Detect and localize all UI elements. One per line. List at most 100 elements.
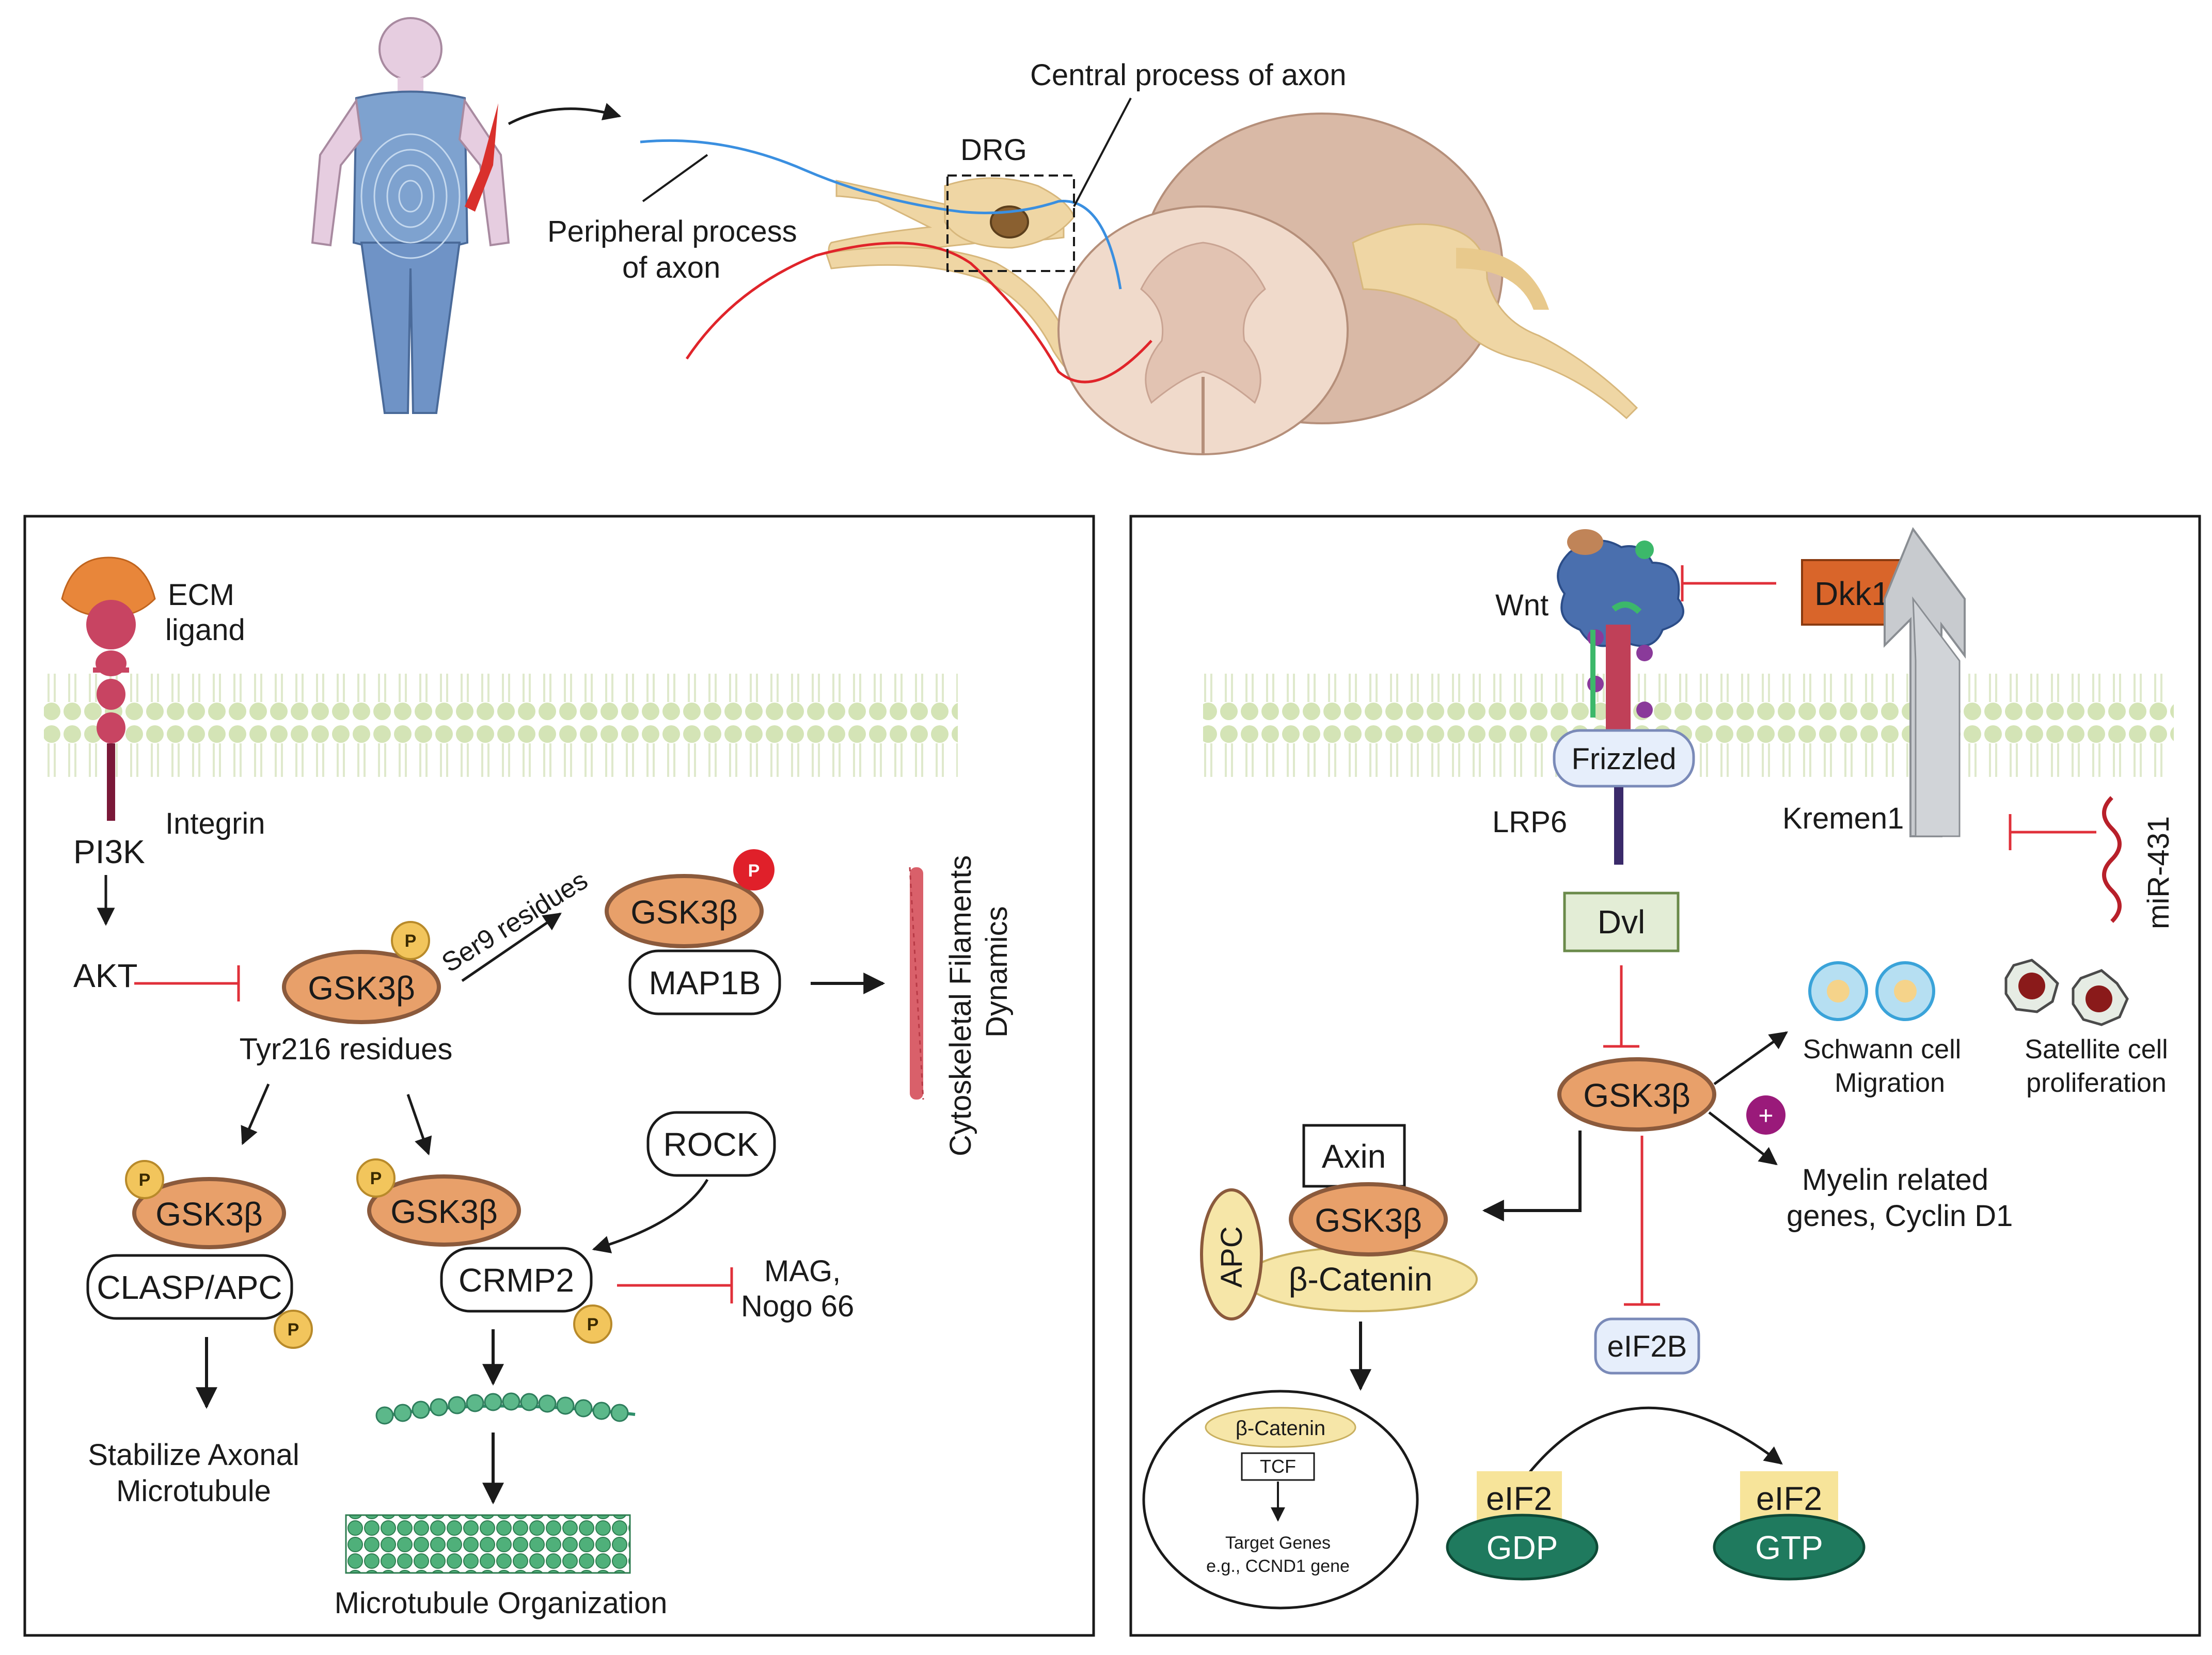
gsk3b-left-label: GSK3β (155, 1196, 263, 1233)
satellite-label: Satellite cell (2025, 1035, 2168, 1064)
wnt-ligand-icon (1557, 529, 1684, 647)
frizzled-pill (1553, 729, 1695, 788)
right-root (1352, 223, 1638, 420)
gdp-label: GDP (1487, 1529, 1558, 1566)
arrow-figure-to-nerve (508, 103, 622, 125)
gsk3b-complex (1289, 1182, 1448, 1256)
tyr216-label: Tyr216 residues (240, 1032, 453, 1066)
tcf-box (1241, 1452, 1315, 1481)
dvl-box (1563, 892, 1680, 952)
red-axon (685, 242, 1152, 384)
gtp-label: GTP (1755, 1529, 1823, 1566)
mir431-label: miR-431 (2142, 816, 2175, 929)
gsk3b-top-label: GSK3β (630, 894, 738, 931)
phospho-icon (125, 1160, 164, 1199)
frizzled-label: Frizzled (1571, 742, 1676, 776)
peripheral-process-label-2: of axon (622, 251, 720, 284)
satellite-cell-icon (2004, 959, 2129, 1026)
mag-label: MAG, (764, 1254, 841, 1288)
peripheral-process-label: Peripheral process (547, 215, 797, 248)
top-illustration: Central process of axon DRG Peripheral p… (311, 17, 1638, 455)
left-panel-border (23, 515, 1095, 1637)
lrp6-label: LRP6 (1492, 805, 1567, 839)
akt-label: AKT (73, 957, 137, 994)
cytoskeletal-label: Cytoskeletal Filaments (944, 855, 977, 1156)
nogo-label: Nogo 66 (741, 1290, 854, 1323)
stabilize-label: Stabilize Axonal (88, 1438, 299, 1472)
tcf-label: TCF (1260, 1456, 1296, 1477)
eif2b-label: eIF2B (1607, 1330, 1687, 1363)
map1b-label: MAP1B (649, 964, 761, 1001)
right-panel: Wnt Dkk1 Frizzled LRP6 Kremen1 miR-431 D… (1129, 515, 2201, 1637)
gsk3b-center-right-label: GSK3β (1583, 1077, 1690, 1114)
wnt-label: Wnt (1495, 588, 1549, 622)
nucleus-beta-catenin-label: β-Catenin (1236, 1417, 1325, 1440)
central-process-label: Central process of axon (1030, 58, 1347, 92)
mirna-icon (2102, 796, 2122, 923)
gsk3b-center-right (1557, 1057, 1716, 1132)
clasp-apc-box (86, 1254, 293, 1320)
dvl-label: Dvl (1598, 903, 1645, 941)
axin-label: Axin (1322, 1138, 1386, 1175)
phospho-label: P (139, 1170, 151, 1190)
crmp2-label: CRMP2 (459, 1262, 574, 1299)
cytoskeletal-label-2: Dynamics (980, 906, 1014, 1038)
phospho-red-icon (733, 849, 775, 890)
human-figure-icon (311, 17, 510, 414)
right-panel-border (1129, 515, 2201, 1637)
phospho-icon (274, 1310, 313, 1349)
apc-ellipse (1200, 1188, 1263, 1320)
nucleus (1142, 1390, 1419, 1610)
gsk3b-mid-label: GSK3β (390, 1193, 498, 1230)
kremen1-label: Kremen1 (1782, 802, 1904, 835)
crmp2-box (440, 1247, 593, 1313)
gdp-oval (1446, 1514, 1599, 1581)
phospho-icon (573, 1304, 612, 1344)
dkk1-label: Dkk1 (1814, 575, 1890, 612)
rock-label: ROCK (663, 1126, 759, 1163)
cytoskeletal-filament-icon (909, 867, 924, 1100)
gsk3b-center (282, 950, 441, 1024)
tubulin-chain-icon (375, 1392, 636, 1425)
myelin-label: Myelin related (1802, 1163, 1988, 1197)
microtubule-org-label: Microtubule Organization (335, 1586, 668, 1620)
apc-label: APC (1215, 1226, 1249, 1287)
blue-axon (640, 139, 1122, 290)
gsk3b-center-label: GSK3β (308, 969, 415, 1007)
gsk3b-left (132, 1177, 286, 1249)
lrp6-receptor (1606, 625, 1631, 749)
myelin-label-2: genes, Cyclin D1 (1787, 1199, 2013, 1233)
axin-box (1302, 1124, 1406, 1188)
eif2-left-label: eIF2 (1486, 1480, 1552, 1517)
drg-label: DRG (960, 133, 1027, 167)
pi3k-label: PI3K (73, 833, 145, 870)
drg-box (946, 174, 1075, 272)
phospho-label: P (370, 1169, 382, 1188)
nucleus-beta-catenin (1205, 1407, 1356, 1448)
clasp-apc-label: CLASP/APC (97, 1269, 282, 1306)
ecm-ligand-label: ECM (168, 578, 234, 612)
phospho-label: P (288, 1320, 299, 1340)
satellite-label-2: proliferation (2026, 1068, 2167, 1098)
phospho-label: P (405, 931, 417, 951)
rock-box (646, 1111, 776, 1177)
left-membrane (44, 674, 958, 777)
phospho-icon (391, 921, 430, 960)
left-panel: ECM ligand Integrin PI3K AKT GSK3β P Tyr… (23, 515, 1095, 1637)
ecm-ligand-label-2: ligand (165, 613, 245, 647)
stabilize-label-2: Microtubule (116, 1474, 271, 1508)
target-genes-label-2: e.g., CCND1 gene (1206, 1556, 1350, 1576)
phospho-label: P (587, 1315, 599, 1334)
plus-icon (1746, 1095, 1786, 1135)
plus-label: + (1758, 1101, 1773, 1130)
schwann-label-2: Migration (1835, 1068, 1945, 1098)
phospho-red-label: P (748, 861, 760, 881)
eif2b-pill (1594, 1317, 1700, 1375)
muscle-icon (465, 103, 498, 212)
gsk3b-mid (367, 1174, 521, 1247)
microtubule-icon (345, 1514, 631, 1574)
grey-matter (1140, 242, 1266, 404)
integrin-receptor (61, 556, 156, 821)
integrin-label: Integrin (165, 807, 265, 840)
